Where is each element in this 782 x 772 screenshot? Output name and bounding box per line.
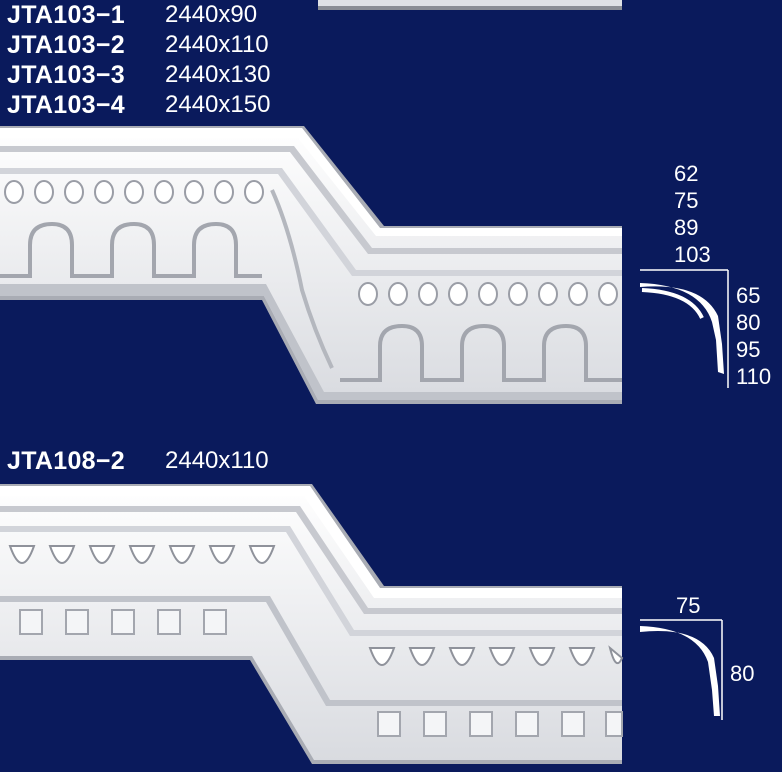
code-row: JTA103−3 2440x130 (7, 60, 270, 90)
product-code: JTA103−1 (7, 0, 125, 29)
arch-fret-row (0, 189, 622, 382)
height-value: 65 (736, 283, 761, 308)
product-code: JTA108−2 (7, 446, 125, 475)
product-size: 2440x110 (165, 447, 269, 474)
width-value: 103 (674, 242, 711, 267)
product-code-jta108: JTA108−2 2440x110 (7, 446, 269, 476)
product-code: JTA103−2 (7, 30, 125, 59)
product-code-list-jta103: JTA103−1 2440x90 JTA103−2 2440x110 JTA10… (7, 0, 270, 120)
profile-height-label-jta108: 80 (730, 660, 754, 687)
height-value: 80 (730, 661, 755, 686)
molding-image-jta108 (0, 484, 624, 764)
egg-dart-row (8, 545, 624, 666)
product-code: JTA103−3 (7, 60, 125, 89)
egg-bead-row (4, 180, 618, 306)
height-value: 95 (736, 337, 761, 362)
product-size: 2440x90 (165, 1, 258, 28)
profile-height-labels-jta103: 65 80 95 110 (736, 282, 771, 390)
height-value: 80 (736, 310, 761, 335)
width-value: 75 (676, 593, 701, 618)
profile-drawing-jta108 (640, 619, 723, 720)
product-size: 2440x110 (165, 31, 269, 58)
molding-image-jta103 (0, 126, 622, 404)
code-row: JTA103−2 2440x110 (7, 30, 270, 60)
code-row: JTA103−4 2440x150 (7, 90, 270, 120)
code-row: JTA103−1 2440x90 (7, 0, 270, 30)
height-value: 110 (736, 364, 772, 389)
width-value: 89 (674, 215, 699, 240)
product-size: 2440x150 (165, 91, 271, 118)
profile-drawing-jta103 (640, 269, 729, 388)
profile-width-label-jta108: 75 (676, 592, 700, 619)
top-molding-fragment (318, 0, 622, 10)
width-value: 75 (674, 188, 699, 213)
product-code: JTA103−4 (7, 90, 125, 119)
product-size: 2440x130 (165, 61, 271, 88)
width-value: 62 (674, 161, 699, 186)
dentil-block-row (19, 609, 623, 737)
profile-width-labels-jta103: 62 75 89 103 (674, 160, 711, 268)
code-row: JTA108−2 2440x110 (7, 446, 269, 476)
